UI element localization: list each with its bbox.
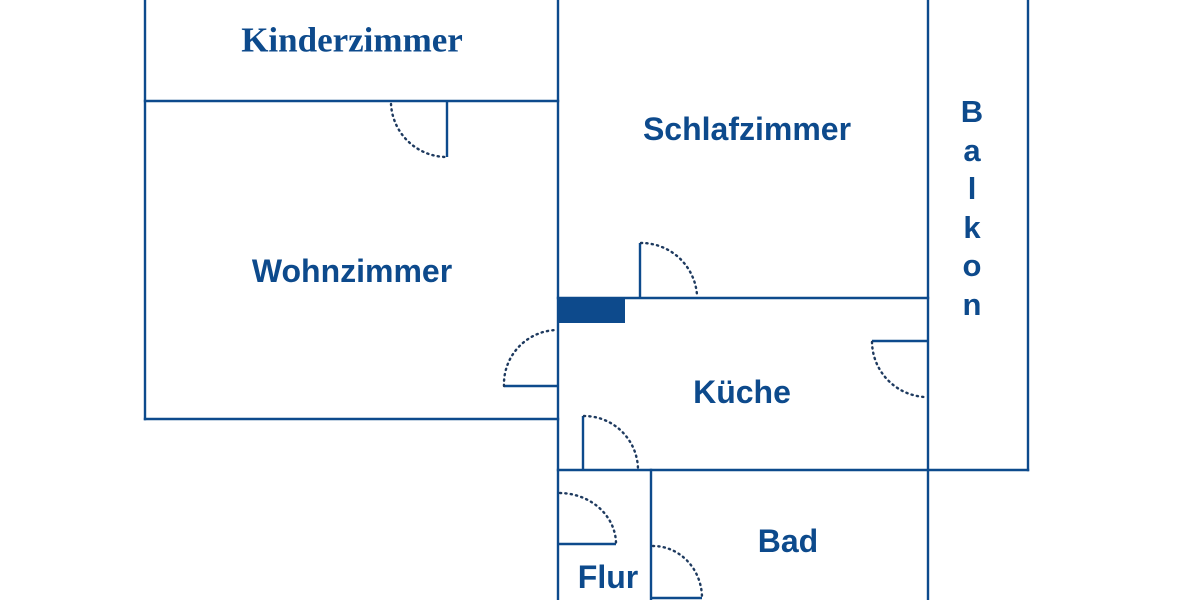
- door-flur-upper: [558, 491, 618, 546]
- room-label-bad: Bad: [757, 523, 819, 559]
- balkon-letter: o: [962, 248, 982, 284]
- room-label-balkon: B a l k o n: [952, 93, 992, 325]
- door-wohnzimmer: [502, 328, 559, 388]
- room-label-schlafzimmer: Schlafzimmer: [642, 111, 852, 147]
- room-label-flur: Flur: [577, 559, 639, 595]
- balkon-letter: l: [967, 171, 977, 207]
- door-kueche-balkon: [870, 339, 928, 399]
- door-schlafzimmer: [638, 241, 699, 298]
- walls: [143, 0, 1030, 600]
- door-bad: [651, 544, 704, 600]
- door-kinderzimmer-wohnzimmer: [389, 101, 449, 159]
- door-kueche: [581, 414, 640, 471]
- room-label-kueche: Küche: [693, 374, 791, 410]
- balkon-letter: n: [962, 286, 982, 322]
- chimney-block: [559, 299, 625, 323]
- balkon-letter: a: [963, 132, 981, 168]
- room-label-wohnzimmer: Wohnzimmer: [251, 253, 453, 289]
- balkon-letter: k: [963, 209, 981, 245]
- room-label-kinderzimmer: Kinderzimmer: [241, 20, 463, 60]
- balkon-letter: B: [960, 94, 984, 129]
